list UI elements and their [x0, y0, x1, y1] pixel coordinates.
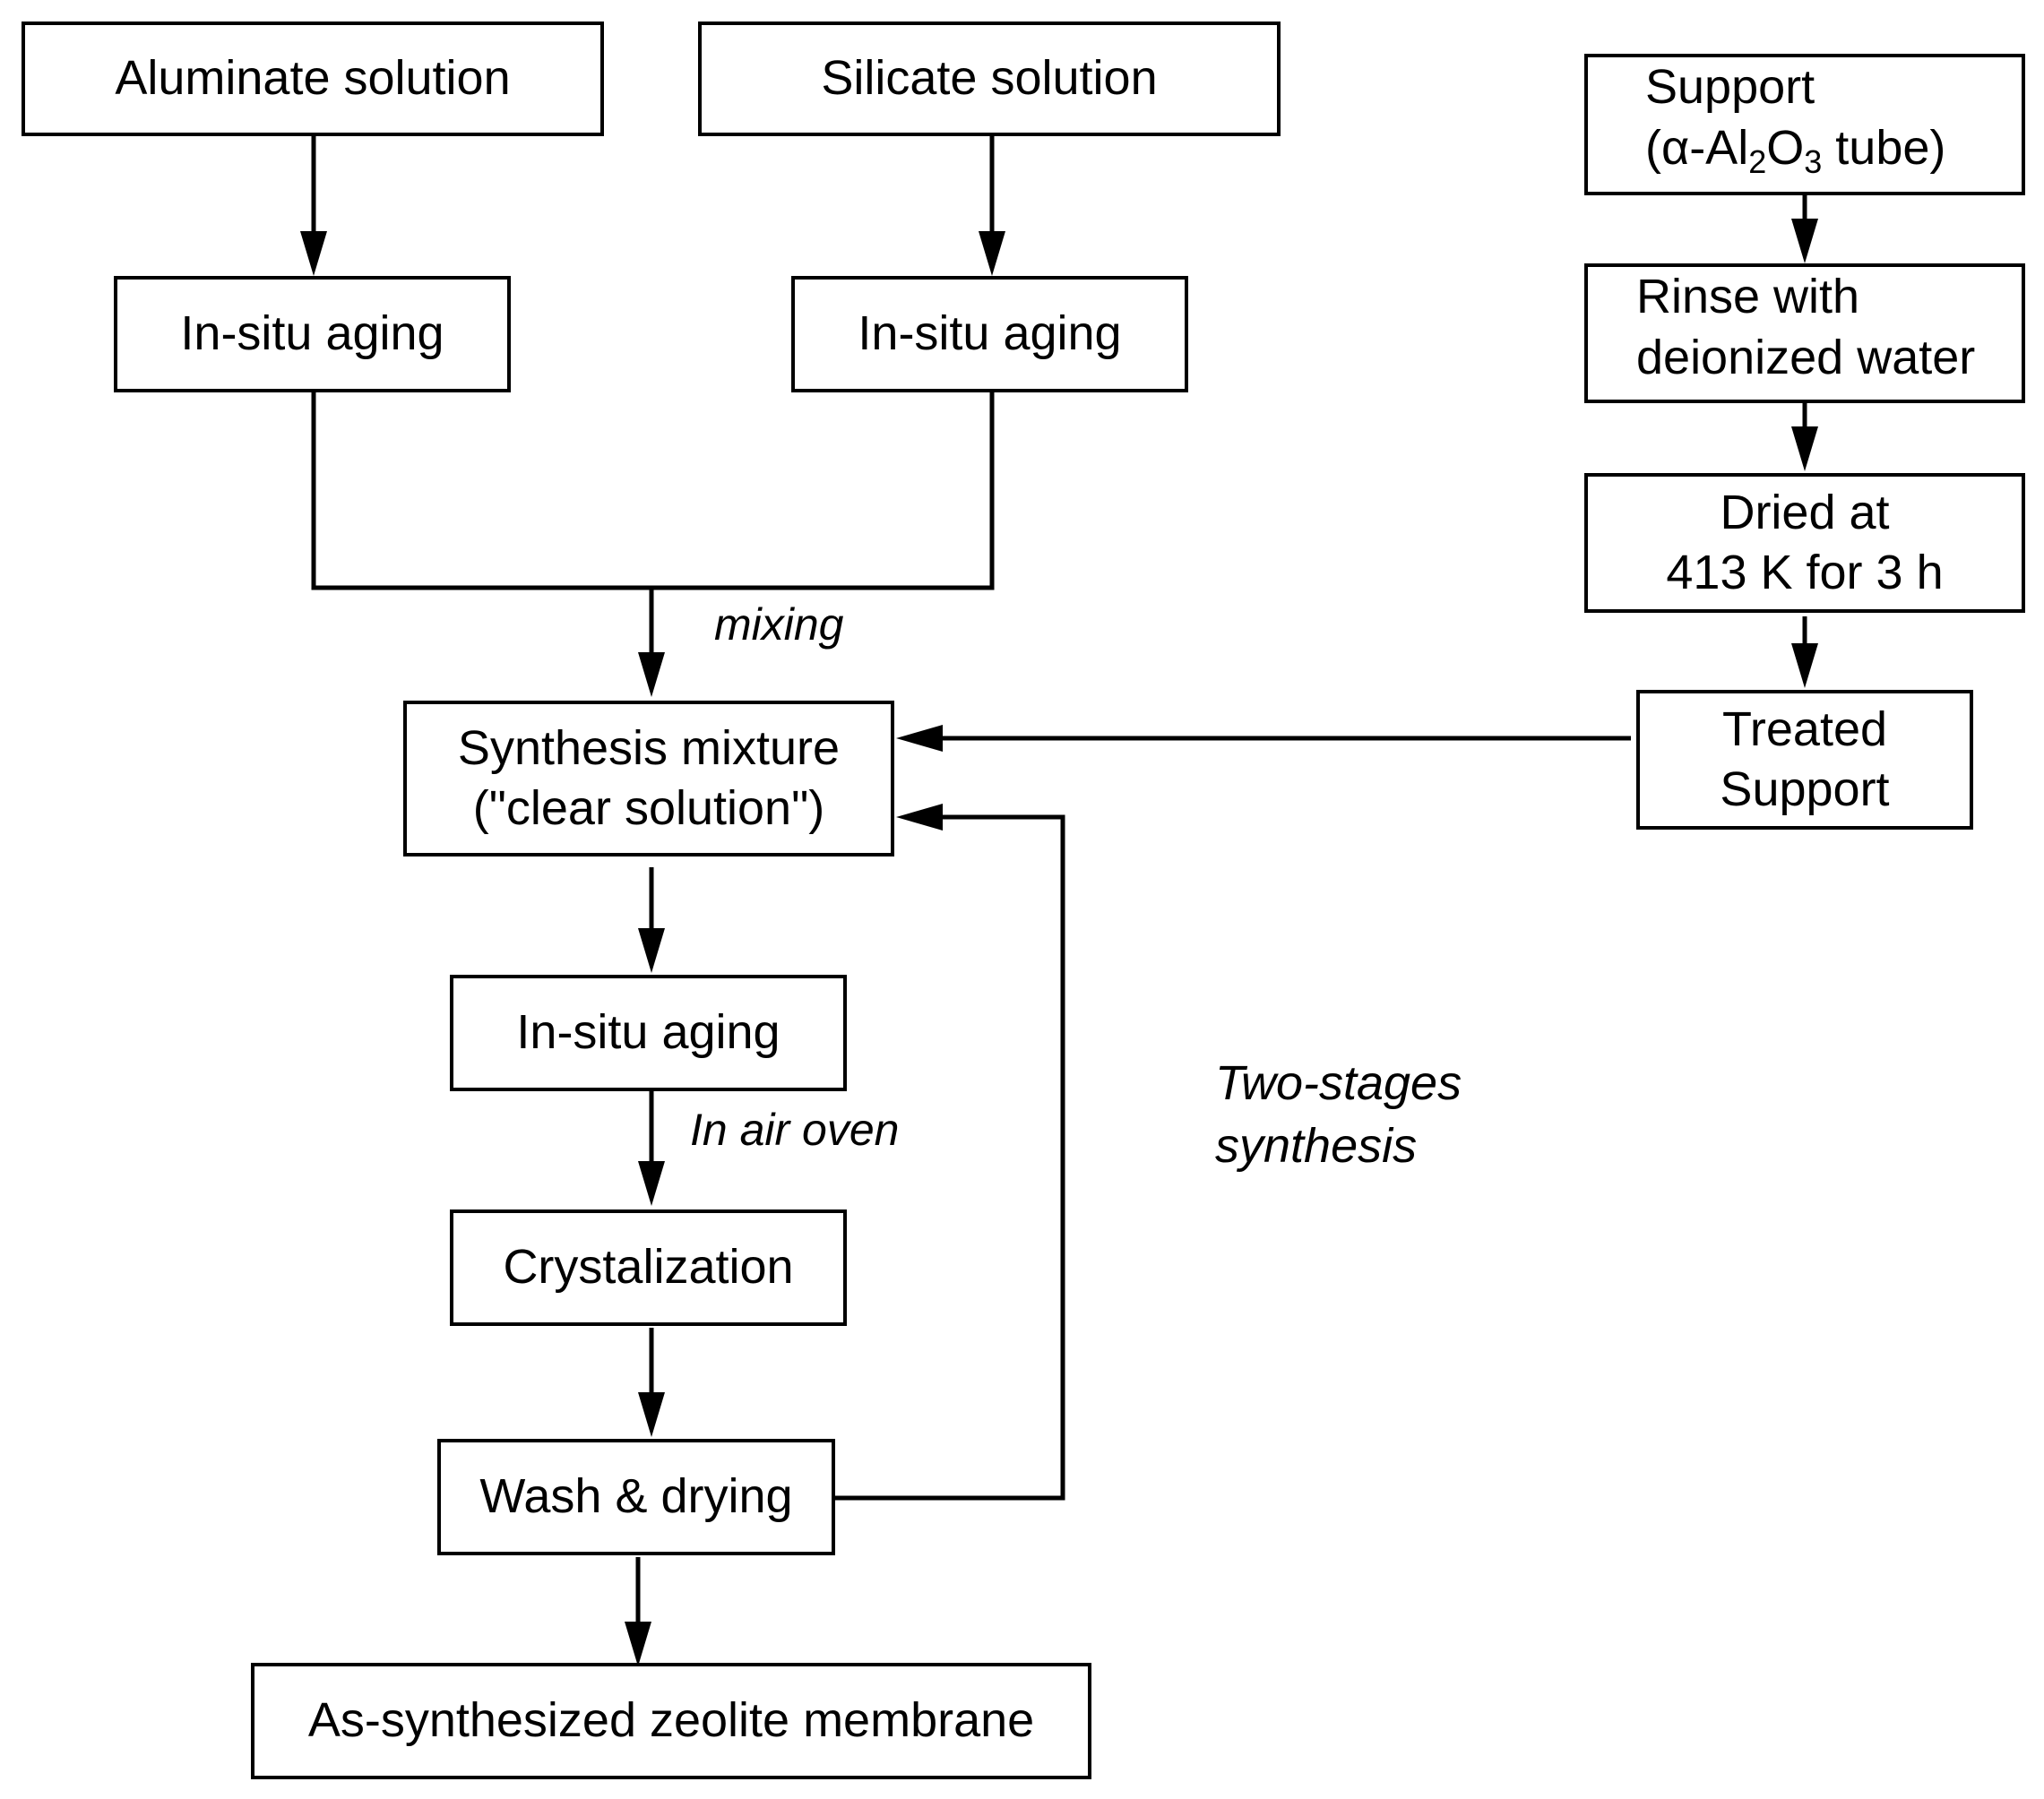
- rinse-line2: deionized water: [1636, 330, 1976, 384]
- arrowhead: [1791, 643, 1818, 688]
- arrowhead: [625, 1622, 651, 1666]
- support-line2: (α-Al2O3 tube): [1645, 120, 1946, 180]
- final-label: As-synthesized zeolite membrane: [307, 1693, 1035, 1748]
- mix-join-line: [311, 392, 995, 590]
- treated-support-box: Treated Support: [1636, 690, 1973, 830]
- aluminate-label: Aluminate solution: [115, 51, 511, 106]
- in-situ-aging-right-box: In-situ aging: [791, 276, 1188, 392]
- two-stages-line2: synthesis: [1215, 1119, 1418, 1174]
- arrowhead: [1791, 426, 1818, 471]
- treated-line1: Treated: [1721, 702, 1888, 756]
- aging-right-label: In-situ aging: [858, 306, 1122, 361]
- support-alpha: α-Al: [1660, 120, 1749, 175]
- arrowhead: [896, 804, 943, 831]
- synthesis-line1: Synthesis mixture: [457, 720, 841, 775]
- in-situ-aging-mid-box: In-situ aging: [450, 975, 847, 1091]
- arrowhead: [300, 231, 327, 276]
- aging-mid-label: In-situ aging: [516, 1005, 781, 1060]
- synthesis-mixture-box: Synthesis mixture ("clear solution"): [403, 701, 894, 856]
- rinse-box: Rinse with deionized water: [1584, 263, 2025, 403]
- mixing-label: mixing: [714, 599, 844, 650]
- crystal-label: Crystalization: [503, 1240, 794, 1295]
- loop-back-line: [835, 814, 1065, 1501]
- silicate-solution-box: Silicate solution: [698, 22, 1281, 136]
- crystalization-box: Crystalization: [450, 1209, 847, 1326]
- silicate-label: Silicate solution: [821, 51, 1158, 106]
- arrowhead: [979, 231, 1005, 276]
- two-stages-line1: Two-stages: [1215, 1056, 1462, 1110]
- support-o: O: [1766, 120, 1805, 175]
- support-sub2: 3: [1804, 142, 1823, 180]
- rinse-line1: Rinse with: [1636, 270, 1860, 323]
- dried-line1: Dried at: [1720, 485, 1890, 539]
- aluminate-solution-box: Aluminate solution: [22, 22, 604, 136]
- support-sub1: 2: [1748, 142, 1767, 180]
- support-box: Support (α-Al2O3 tube): [1584, 54, 2025, 195]
- arrowhead: [638, 1392, 665, 1437]
- wash-drying-box: Wash & drying: [437, 1439, 835, 1555]
- arrowhead: [896, 725, 943, 752]
- arrowhead: [1791, 219, 1818, 263]
- support-tube: tube): [1835, 120, 1946, 175]
- aging-left-label: In-situ aging: [180, 306, 444, 361]
- treated-line2: Support: [1720, 762, 1890, 816]
- two-stages-label: Two-stages synthesis: [1215, 1052, 1462, 1177]
- synthesis-line2: ("clear solution"): [472, 781, 825, 835]
- dried-box: Dried at 413 K for 3 h: [1584, 473, 2025, 613]
- dried-line2: 413 K for 3 h: [1666, 546, 1944, 599]
- final-membrane-box: As-synthesized zeolite membrane: [251, 1663, 1091, 1779]
- wash-label: Wash & drying: [479, 1469, 793, 1524]
- arrowhead: [638, 928, 665, 973]
- support-line1: Support: [1645, 60, 1815, 114]
- arrowhead: [638, 1161, 665, 1206]
- in-air-oven-label: In air oven: [690, 1105, 900, 1155]
- in-situ-aging-left-box: In-situ aging: [114, 276, 511, 392]
- arrowhead: [638, 652, 665, 697]
